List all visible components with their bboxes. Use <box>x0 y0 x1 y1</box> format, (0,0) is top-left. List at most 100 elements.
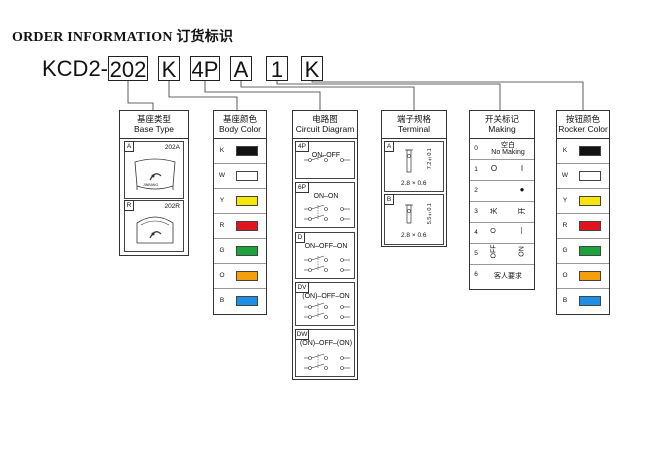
color-code: G <box>562 247 568 254</box>
color-swatch <box>236 171 258 181</box>
rocker-color-title-en: Rocker Color <box>558 124 608 134</box>
color-code: G <box>219 247 225 254</box>
color-code: K <box>562 147 568 154</box>
circuit-code: DW <box>295 329 309 340</box>
body-color-panel: 基座颜色 Body Color K W Y R G O B <box>213 110 267 315</box>
making-symbol-left: O <box>490 164 498 173</box>
circuit-name: ON–OFF <box>311 152 341 159</box>
color-code: O <box>219 272 225 279</box>
color-swatch <box>236 296 258 306</box>
body-color-header: 基座颜色 Body Color <box>214 111 266 139</box>
making-title-cn: 开关标记 <box>484 114 519 124</box>
color-code: K <box>219 147 225 154</box>
color-row: B <box>557 289 609 314</box>
making-code: 3 <box>474 208 478 215</box>
circuit-schematic-icon <box>304 155 350 162</box>
color-code: R <box>562 222 568 229</box>
circuit-name: ON–OFF–ON <box>304 243 348 250</box>
terminal-width: 2.8 × 0.6 <box>401 180 427 187</box>
terminal-title-en: Terminal <box>397 124 431 134</box>
circuit-option: DV(ON)–OFF–ON <box>295 282 355 326</box>
color-swatch <box>579 221 601 231</box>
circuit-name: (ON)–OFF–ON <box>302 293 350 300</box>
color-row: W <box>557 164 609 189</box>
making-label-custom: 客人要求 <box>494 273 522 280</box>
color-row: O <box>557 264 609 289</box>
circuit-name: (ON)–OFF–(ON) <box>299 340 353 347</box>
circuit-title-cn: 电路图 <box>312 114 338 124</box>
terminal-pin-icon <box>405 204 413 224</box>
code-part-circuit: 4P <box>190 56 220 82</box>
color-row: B <box>214 289 266 314</box>
base-type-code: A <box>124 141 134 152</box>
code-part-body-color: K <box>158 56 180 82</box>
color-swatch <box>579 246 601 256</box>
base-type-header: 基座类型 Base Type <box>120 111 188 139</box>
making-code: 5 <box>474 250 478 257</box>
color-swatch <box>579 171 601 181</box>
code-part-terminal: A <box>230 56 252 82</box>
circuit-code: 4P <box>295 141 309 152</box>
making-code: 6 <box>474 271 478 278</box>
color-code: Y <box>562 197 568 204</box>
terminal-title-cn: 端子规格 <box>396 114 431 124</box>
circuit-schematic-icon <box>304 302 350 319</box>
color-row: G <box>557 239 609 264</box>
making-symbol-right: 开 <box>519 207 526 215</box>
base-type-code: R <box>124 200 134 211</box>
switch-base-r-icon <box>136 216 174 244</box>
making-label-cn: 空白 <box>501 142 515 149</box>
terminal-option-b: B 5.5±0.1 2.8 × 0.6 <box>384 194 444 245</box>
circuit-schematic-icon <box>304 353 350 370</box>
color-code: Y <box>219 197 225 204</box>
terminal-pin-icon <box>405 149 413 173</box>
base-type-option-a: A 202A JINBANG <box>124 141 184 199</box>
code-part-rocker-color: K <box>301 56 323 82</box>
color-row: W <box>214 164 266 189</box>
color-row: K <box>214 139 266 164</box>
making-label-en: No Making <box>491 149 525 156</box>
base-type-model: 202A <box>164 144 180 151</box>
rocker-color-panel: 按钮颜色 Rocker Color K W Y R G O B <box>556 110 610 315</box>
rocker-color-header: 按钮颜色 Rocker Color <box>557 111 609 139</box>
terminal-code: B <box>384 194 394 205</box>
terminal-code: A <box>384 141 394 152</box>
terminal-panel: 端子规格 Terminal A 7.2±0.1 2.8 × 0.6 B 5.5±… <box>381 110 447 247</box>
color-code: W <box>218 172 226 179</box>
making-row: 2● <box>470 181 534 202</box>
terminal-width: 2.8 × 0.6 <box>401 232 427 239</box>
color-swatch <box>236 246 258 256</box>
color-swatch <box>579 146 601 156</box>
making-symbol-right: ON <box>518 246 526 257</box>
color-row: G <box>214 239 266 264</box>
making-code: 2 <box>474 187 478 194</box>
color-row: K <box>557 139 609 164</box>
making-symbol-right: — <box>518 227 526 234</box>
body-color-title-en: Body Color <box>218 124 262 134</box>
making-symbol-left: 关 <box>491 207 498 215</box>
terminal-height: 7.2±0.1 <box>427 148 433 170</box>
switch-base-a-icon <box>134 158 176 190</box>
circuit-code: D <box>295 232 305 243</box>
color-swatch <box>236 221 258 231</box>
making-code: 1 <box>474 166 478 173</box>
color-code: W <box>561 172 569 179</box>
color-code: B <box>219 297 225 304</box>
page-title: ORDER INFORMATION 订货标识 <box>12 30 234 45</box>
making-row: 3 关 开 <box>470 202 534 223</box>
rocker-color-title-cn: 按钮颜色 <box>565 114 600 124</box>
circuit-option: DW(ON)–OFF–(ON) <box>295 329 355 377</box>
base-type-option-r: R 202R <box>124 200 184 252</box>
color-code: R <box>219 222 225 229</box>
color-row: Y <box>557 189 609 214</box>
color-swatch <box>579 296 601 306</box>
making-symbol-right: I <box>520 164 524 173</box>
color-code: O <box>562 272 568 279</box>
circuit-name: ON–ON <box>313 193 339 200</box>
making-title-en: Making <box>488 124 516 134</box>
color-row: R <box>214 214 266 239</box>
